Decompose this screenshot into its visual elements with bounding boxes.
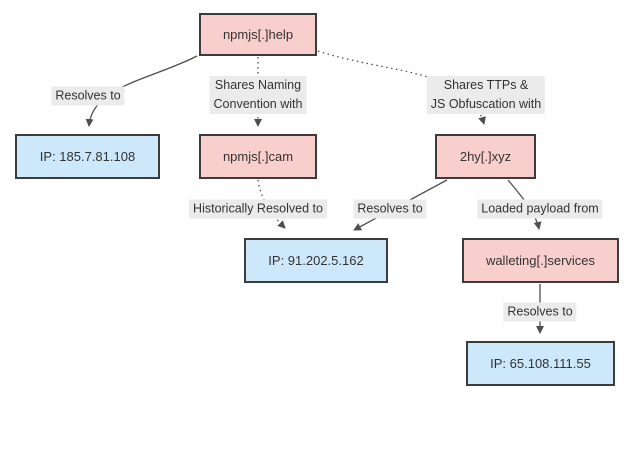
edge-label-resolves-to-middle: Resolves to [353, 199, 427, 219]
edge-npmjs-cam-to-ip-91-path [257, 179, 286, 229]
edge-npmjs-help-to-2hy-xyz-path [317, 50, 486, 125]
edge-label-shares-naming-convention: Shares Naming Convention with [209, 76, 307, 114]
edge-label-shares-ttps-js-obfuscation: Shares TTPs & JS Obfuscation with [426, 76, 546, 114]
node-label: 2hy[.]xyz [459, 149, 512, 164]
node-ip-65-108-111-55: IP: 65.108.111.55 [466, 341, 615, 386]
node-ip-185-7-81-108: IP: 185.7.81.108 [15, 134, 160, 179]
node-npmjs-help: npmjs[.]help [199, 13, 317, 56]
node-label: IP: 185.7.81.108 [39, 149, 136, 164]
node-2hy-xyz: 2hy[.]xyz [435, 134, 536, 179]
edge-label-resolves-to-left: Resolves to [51, 86, 125, 106]
edge-npmjs-help-to-ip-185-path [85, 55, 198, 127]
node-walleting-services: walleting[.]services [462, 238, 619, 283]
node-label: npmjs[.]cam [222, 149, 294, 164]
node-npmjs-cam: npmjs[.]cam [199, 134, 317, 179]
node-ip-91-202-5-162: IP: 91.202.5.162 [244, 238, 388, 283]
node-label: walleting[.]services [485, 253, 596, 268]
node-label: npmjs[.]help [222, 27, 294, 42]
node-label: IP: 91.202.5.162 [268, 253, 364, 268]
edge-label-historically-resolved-to: Historically Resolved to [189, 199, 327, 219]
edge-label-loaded-payload-from: Loaded payload from [477, 199, 603, 219]
node-label: IP: 65.108.111.55 [490, 356, 591, 371]
edge-label-resolves-to-bottom: Resolves to [503, 302, 577, 322]
